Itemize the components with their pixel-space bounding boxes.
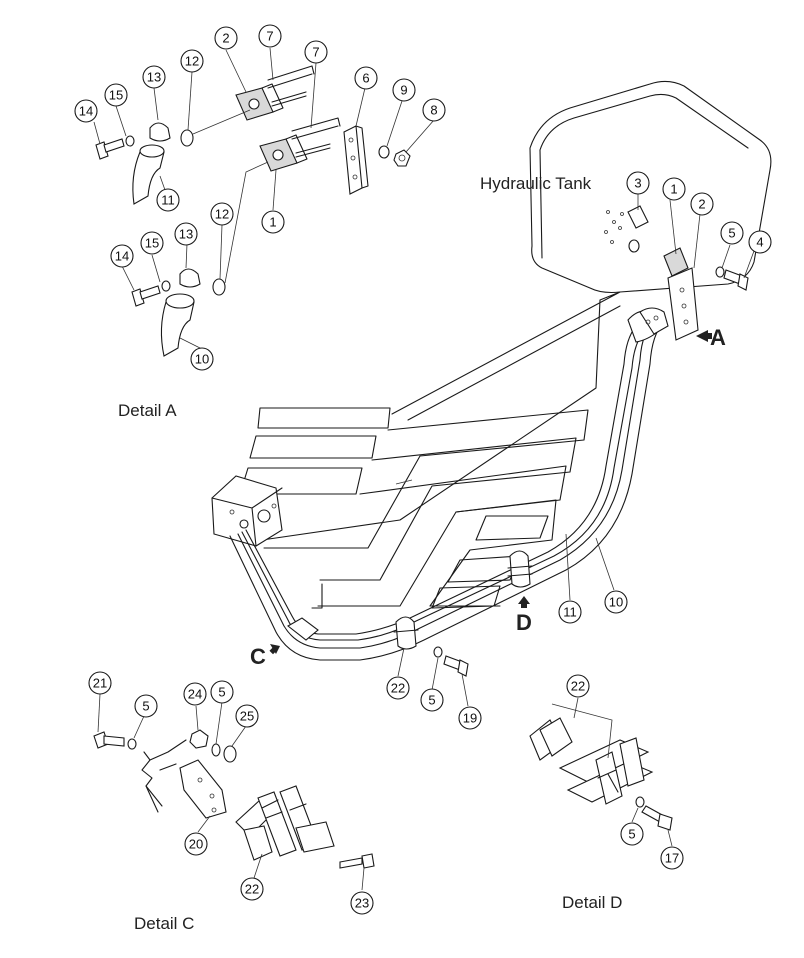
svg-text:11: 11 bbox=[161, 193, 175, 208]
hydraulic-tank-drawing bbox=[529, 80, 772, 341]
svg-text:24: 24 bbox=[188, 687, 202, 702]
svg-text:10: 10 bbox=[195, 352, 209, 367]
svg-text:13: 13 bbox=[179, 227, 193, 242]
callout-bubble: 3 bbox=[626, 171, 650, 195]
callout-bubble: 12 bbox=[210, 202, 234, 226]
svg-text:7: 7 bbox=[266, 29, 273, 44]
callout-bubble: 15 bbox=[104, 83, 128, 107]
svg-text:11: 11 bbox=[563, 605, 577, 620]
callout-bubble: 8 bbox=[422, 98, 446, 122]
callout-bubble: 1 bbox=[662, 177, 686, 201]
svg-text:25: 25 bbox=[240, 709, 254, 724]
svg-text:9: 9 bbox=[400, 83, 407, 98]
svg-text:22: 22 bbox=[391, 681, 405, 696]
svg-text:14: 14 bbox=[115, 249, 129, 264]
callout-bubble: 20 bbox=[184, 832, 208, 856]
detail-d-drawing bbox=[529, 703, 673, 831]
callout-bubble: 2 bbox=[690, 192, 714, 216]
callout-bubble: 14 bbox=[74, 99, 98, 123]
svg-text:5: 5 bbox=[628, 827, 635, 842]
callout-bubble: 7 bbox=[304, 40, 328, 64]
svg-text:4: 4 bbox=[756, 235, 763, 250]
detail-d-leaders bbox=[573, 697, 673, 847]
svg-text:5: 5 bbox=[142, 699, 149, 714]
callout-bubble: 5 bbox=[420, 688, 444, 712]
hydraulic-pipes bbox=[229, 307, 669, 677]
svg-text:21: 21 bbox=[93, 676, 107, 691]
svg-text:7: 7 bbox=[312, 45, 319, 60]
svg-text:5: 5 bbox=[728, 226, 735, 241]
view-c-marker: C bbox=[250, 644, 266, 669]
callout-bubble: 13 bbox=[174, 222, 198, 246]
callout-bubble: 15 bbox=[140, 231, 164, 255]
svg-text:2: 2 bbox=[698, 197, 705, 212]
callout-bubble: 10 bbox=[190, 347, 214, 371]
svg-text:12: 12 bbox=[185, 54, 199, 69]
svg-text:17: 17 bbox=[665, 851, 679, 866]
svg-text:1: 1 bbox=[269, 215, 276, 230]
svg-text:13: 13 bbox=[147, 70, 161, 85]
machine-frame-outline bbox=[239, 291, 621, 609]
detail-c-leaders bbox=[97, 693, 365, 891]
svg-text:5: 5 bbox=[218, 685, 225, 700]
callout-bubble: 19 bbox=[458, 706, 482, 730]
tank-leaders bbox=[637, 194, 755, 279]
callout-bubble: 5 bbox=[210, 680, 234, 704]
callout-bubble: 5 bbox=[134, 694, 158, 718]
callout-bubble: 17 bbox=[660, 846, 684, 870]
svg-text:15: 15 bbox=[145, 236, 159, 251]
callout-bubble: 22 bbox=[240, 877, 264, 901]
detail-a-label: Detail A bbox=[118, 401, 177, 420]
callout-bubble: 25 bbox=[235, 704, 259, 728]
svg-text:8: 8 bbox=[430, 103, 437, 118]
svg-text:2: 2 bbox=[222, 31, 229, 46]
svg-text:1: 1 bbox=[670, 182, 677, 197]
pipe-bracket-c bbox=[211, 475, 283, 547]
callout-bubble: 22 bbox=[386, 676, 410, 700]
callout-bubble: 1 bbox=[261, 210, 285, 234]
callout-bubble: 14 bbox=[110, 244, 134, 268]
detail-c-label: Detail C bbox=[134, 914, 194, 933]
svg-text:5: 5 bbox=[428, 693, 435, 708]
hydraulic-tank-label: Hydraulic Tank bbox=[480, 174, 592, 193]
callout-bubble: 23 bbox=[350, 891, 374, 915]
view-arrows bbox=[269, 330, 712, 655]
callout-bubble: 7 bbox=[258, 24, 282, 48]
svg-text:6: 6 bbox=[362, 71, 369, 86]
callout-bubble: 24 bbox=[183, 682, 207, 706]
svg-text:3: 3 bbox=[634, 176, 641, 191]
view-a-marker: A bbox=[710, 325, 726, 350]
svg-text:12: 12 bbox=[215, 207, 229, 222]
svg-text:22: 22 bbox=[571, 679, 585, 694]
detail-a-drawing bbox=[95, 65, 411, 357]
callout-bubble: 22 bbox=[566, 674, 590, 698]
callout-bubble: 11 bbox=[558, 600, 582, 624]
callout-bubble: 5 bbox=[720, 221, 744, 245]
detail-c-drawing bbox=[93, 729, 375, 869]
callout-bubble: 11 bbox=[156, 188, 180, 212]
callout-bubble: 21 bbox=[88, 671, 112, 695]
detail-a-leaders bbox=[93, 47, 435, 350]
view-d-marker: D bbox=[516, 610, 532, 635]
part-callouts: 2 7 7 13 12 15 14 6 9 8 11 12 1 14 15 13… bbox=[74, 24, 772, 915]
svg-text:23: 23 bbox=[355, 896, 369, 911]
callout-bubble: 2 bbox=[214, 26, 238, 50]
detail-d-label: Detail D bbox=[562, 893, 622, 912]
callout-bubble: 9 bbox=[392, 78, 416, 102]
svg-text:10: 10 bbox=[609, 595, 623, 610]
callout-bubble: 12 bbox=[180, 49, 204, 73]
callout-bubble: 5 bbox=[620, 822, 644, 846]
svg-text:22: 22 bbox=[245, 882, 259, 897]
svg-text:20: 20 bbox=[189, 837, 203, 852]
svg-text:19: 19 bbox=[463, 711, 477, 726]
callout-bubble: 6 bbox=[354, 66, 378, 90]
main-leaders bbox=[397, 533, 615, 707]
callout-bubble: 10 bbox=[604, 590, 628, 614]
svg-text:15: 15 bbox=[109, 88, 123, 103]
svg-text:14: 14 bbox=[79, 104, 93, 119]
callout-bubble: 4 bbox=[748, 230, 772, 254]
callout-bubble: 13 bbox=[142, 65, 166, 89]
